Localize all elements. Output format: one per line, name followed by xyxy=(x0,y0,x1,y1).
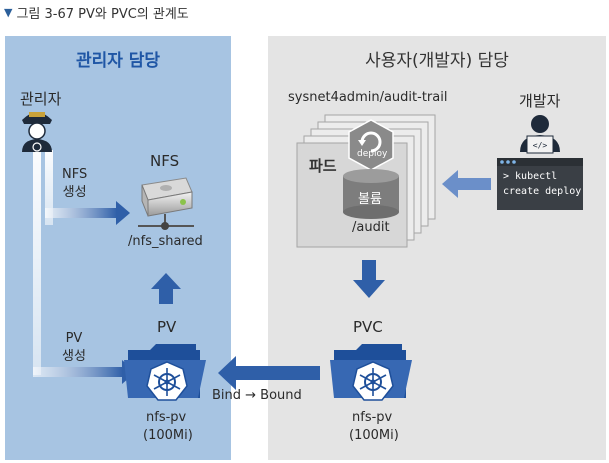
figure-caption: ▼ 그림 3-67 PV와 PVC의 관계도 xyxy=(4,3,189,22)
nfs-drive-icon xyxy=(138,177,194,230)
admin-officer-icon xyxy=(22,112,52,152)
terminal-line-2: create deploy xyxy=(503,186,582,197)
nfs-path-label: /nfs_shared xyxy=(128,234,203,249)
kubernetes-wheel-icon xyxy=(146,361,188,401)
repo-label: sysnet4admin/audit-trail xyxy=(288,90,448,105)
admin-actor-label: 관리자 xyxy=(20,90,62,108)
pvc-name-label: nfs-pv xyxy=(352,410,393,425)
pv-size-label: (100Mi) xyxy=(143,428,193,443)
terminal-window xyxy=(497,158,583,210)
figure-caption-text: 그림 3-67 PV와 PVC의 관계도 xyxy=(16,7,189,22)
admin-panel-title: 관리자 담당 xyxy=(75,51,161,71)
pv-label: PV xyxy=(157,318,177,336)
volume-label: 볼륨 xyxy=(358,192,382,207)
bind-label: Bind → Bound xyxy=(212,388,302,403)
chevron-down-icon: ▼ xyxy=(4,6,13,19)
nfs-create-arrow xyxy=(45,208,117,218)
volume-cylinder-icon xyxy=(343,169,399,219)
bind-arrow xyxy=(218,356,320,390)
nfs-create-label: NFS 생성 xyxy=(62,167,88,200)
pvc-size-label: (100Mi) xyxy=(349,428,399,443)
svg-text:</>: </> xyxy=(533,141,548,150)
developer-icon: </> xyxy=(520,115,560,154)
pod-label: 파드 xyxy=(309,157,337,175)
mount-path-label: /audit xyxy=(352,220,390,235)
pv-name-label: nfs-pv xyxy=(146,410,187,425)
pv-create-arrow xyxy=(33,367,123,377)
user-panel-title: 사용자(개발자) 담당 xyxy=(365,51,509,71)
deploy-label: deploy xyxy=(357,149,388,159)
nfs-label: NFS xyxy=(150,152,180,170)
user-panel: 사용자(개발자) 담당 xyxy=(268,36,606,460)
developer-label: 개발자 xyxy=(519,92,561,110)
pv-to-nfs-arrow xyxy=(151,273,181,304)
deploy-arrow xyxy=(442,170,491,198)
pod-to-pvc-arrow xyxy=(353,260,385,298)
pvc-label: PVC xyxy=(353,318,383,336)
pvc-kubernetes-wheel-icon xyxy=(352,361,394,401)
pv-create-label: PV 생성 xyxy=(62,331,86,364)
terminal-line-1: > kubectl xyxy=(503,171,558,182)
